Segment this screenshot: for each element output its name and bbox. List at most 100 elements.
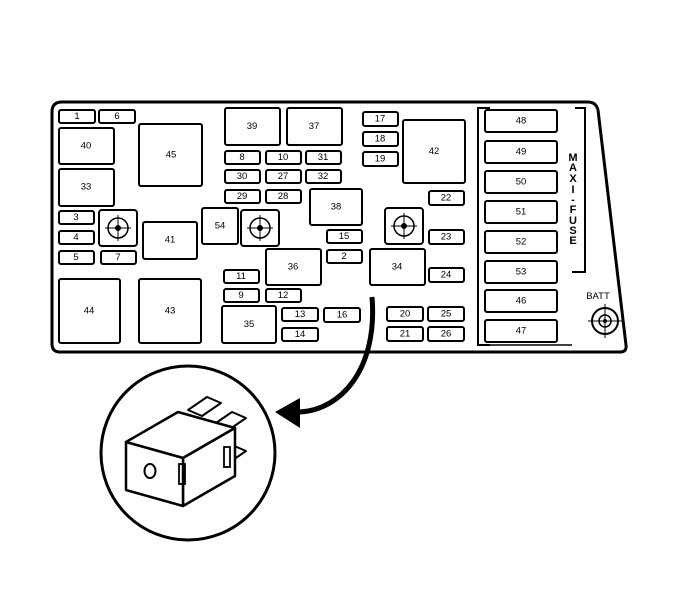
batt-label: BATT xyxy=(586,291,610,302)
maxi-fuse-slot xyxy=(484,109,558,133)
fuse-label: 9 xyxy=(238,290,243,301)
fuse-label: 25 xyxy=(441,309,452,320)
fuse-label: 8 xyxy=(239,152,244,163)
fuse-slot xyxy=(386,326,424,342)
relay-slot xyxy=(224,107,281,146)
relay-slot xyxy=(265,248,322,286)
fuse-slot xyxy=(281,307,319,322)
fuse-slot xyxy=(428,229,465,245)
relay-label: 45 xyxy=(166,150,177,161)
fuse-slot xyxy=(362,151,399,167)
maxi-fuse-bracket-top xyxy=(477,107,490,346)
fuse-block-housing xyxy=(50,100,628,354)
relay-label: 43 xyxy=(165,306,176,317)
fuse-label: 27 xyxy=(278,171,289,182)
fuse-label: 19 xyxy=(375,154,386,165)
fuse-label: 30 xyxy=(237,171,248,182)
fuse-slot xyxy=(326,249,363,264)
maxi-letter: A xyxy=(569,162,577,174)
fuse-label: 29 xyxy=(237,191,248,202)
relay-label: 37 xyxy=(309,121,320,132)
maxi-letter: U xyxy=(569,215,577,227)
maxi-fuse-slot xyxy=(484,230,558,254)
fuse-slot xyxy=(98,109,136,124)
fuse-label: 10 xyxy=(278,152,289,163)
relay-slot xyxy=(309,188,363,226)
fuse-label: 12 xyxy=(278,290,289,301)
fuse-label: 4 xyxy=(73,232,78,243)
fuse-slot xyxy=(326,229,363,244)
relay-label: 38 xyxy=(331,202,342,213)
maxi-fuse-bracket-right xyxy=(572,107,586,273)
maxi-fuse-slot xyxy=(484,260,558,284)
relay-label: 44 xyxy=(84,306,95,317)
maxi-fuse-slot xyxy=(484,200,558,224)
maxi-letter: - xyxy=(571,194,575,206)
relay-hole-icon xyxy=(143,463,157,479)
mounting-bolt-icon xyxy=(98,209,138,247)
fuse-slot xyxy=(362,131,399,147)
relay-slot xyxy=(201,207,239,245)
fuse-slot xyxy=(223,269,260,284)
fuse-slot xyxy=(281,327,319,342)
fuse-slots: 1 6 40 33 45 3 4 5 7 41 54 44 43 39 37 8… xyxy=(58,107,558,344)
fuse-label: 21 xyxy=(400,329,411,340)
maxi-fuse-label: 51 xyxy=(516,207,527,218)
relay-slot-icon xyxy=(178,463,186,485)
battery-stud-icon xyxy=(588,304,622,338)
fuse-label: 16 xyxy=(337,310,348,321)
relay-detail-callout xyxy=(99,364,277,542)
fuse-label: 6 xyxy=(114,111,119,122)
fuse-slot xyxy=(427,326,465,342)
fuse-label: 2 xyxy=(341,251,346,262)
maxi-letter: F xyxy=(570,204,577,216)
relay-label: 33 xyxy=(81,182,92,193)
maxi-letter: I xyxy=(571,184,574,196)
maxi-letter: X xyxy=(569,173,577,185)
relay-slot xyxy=(369,248,426,286)
relay-slot xyxy=(138,278,202,344)
fuse-slot xyxy=(428,267,465,283)
fuse-slot xyxy=(386,306,424,322)
fuse-label: 20 xyxy=(400,309,411,320)
fuse-slot xyxy=(224,189,261,204)
fuse-slot xyxy=(58,109,96,124)
maxi-fuse-slot xyxy=(484,170,558,194)
fuse-label: 1 xyxy=(74,111,79,122)
fuse-slot xyxy=(100,250,137,265)
fuse-label: 18 xyxy=(375,134,386,145)
maxi-fuse-slot xyxy=(484,319,558,343)
fuse-label: 28 xyxy=(278,191,289,202)
fuse-slot xyxy=(265,150,302,165)
fuse-label: 3 xyxy=(73,212,78,223)
maxi-fuse-label: 53 xyxy=(516,267,527,278)
relay-label: 42 xyxy=(429,146,440,157)
fuse-slot xyxy=(427,306,465,322)
relay-label: 54 xyxy=(215,221,226,232)
fuse-label: 15 xyxy=(339,231,350,242)
maxi-letter: S xyxy=(569,225,576,237)
fuse-label: 7 xyxy=(115,252,120,263)
maxi-fuse-label: M A X I - F U S E xyxy=(568,152,577,247)
relay-slot xyxy=(58,127,115,165)
fuse-slot xyxy=(265,169,302,184)
maxi-fuse-label: 48 xyxy=(516,116,527,127)
maxi-letter: M xyxy=(568,152,577,164)
mounting-bolt-icon xyxy=(240,209,280,247)
fuse-slot xyxy=(58,250,95,265)
fuse-label: 13 xyxy=(295,309,306,320)
mounting-bolt-icon xyxy=(384,207,424,245)
fuse-slot xyxy=(58,210,95,225)
fuse-slot xyxy=(305,150,342,165)
maxi-fuse-slot xyxy=(484,289,558,313)
fuse-label: 23 xyxy=(441,232,452,243)
relay-label: 40 xyxy=(81,141,92,152)
relay-label: 36 xyxy=(288,262,299,273)
fuse-slot xyxy=(323,307,361,323)
fuse-label: 24 xyxy=(441,270,452,281)
fuse-slot xyxy=(305,169,342,184)
relay-slot xyxy=(58,168,115,207)
maxi-fuse-label: 50 xyxy=(516,177,527,188)
maxi-letter: E xyxy=(569,235,576,247)
fuse-slot xyxy=(362,111,399,127)
